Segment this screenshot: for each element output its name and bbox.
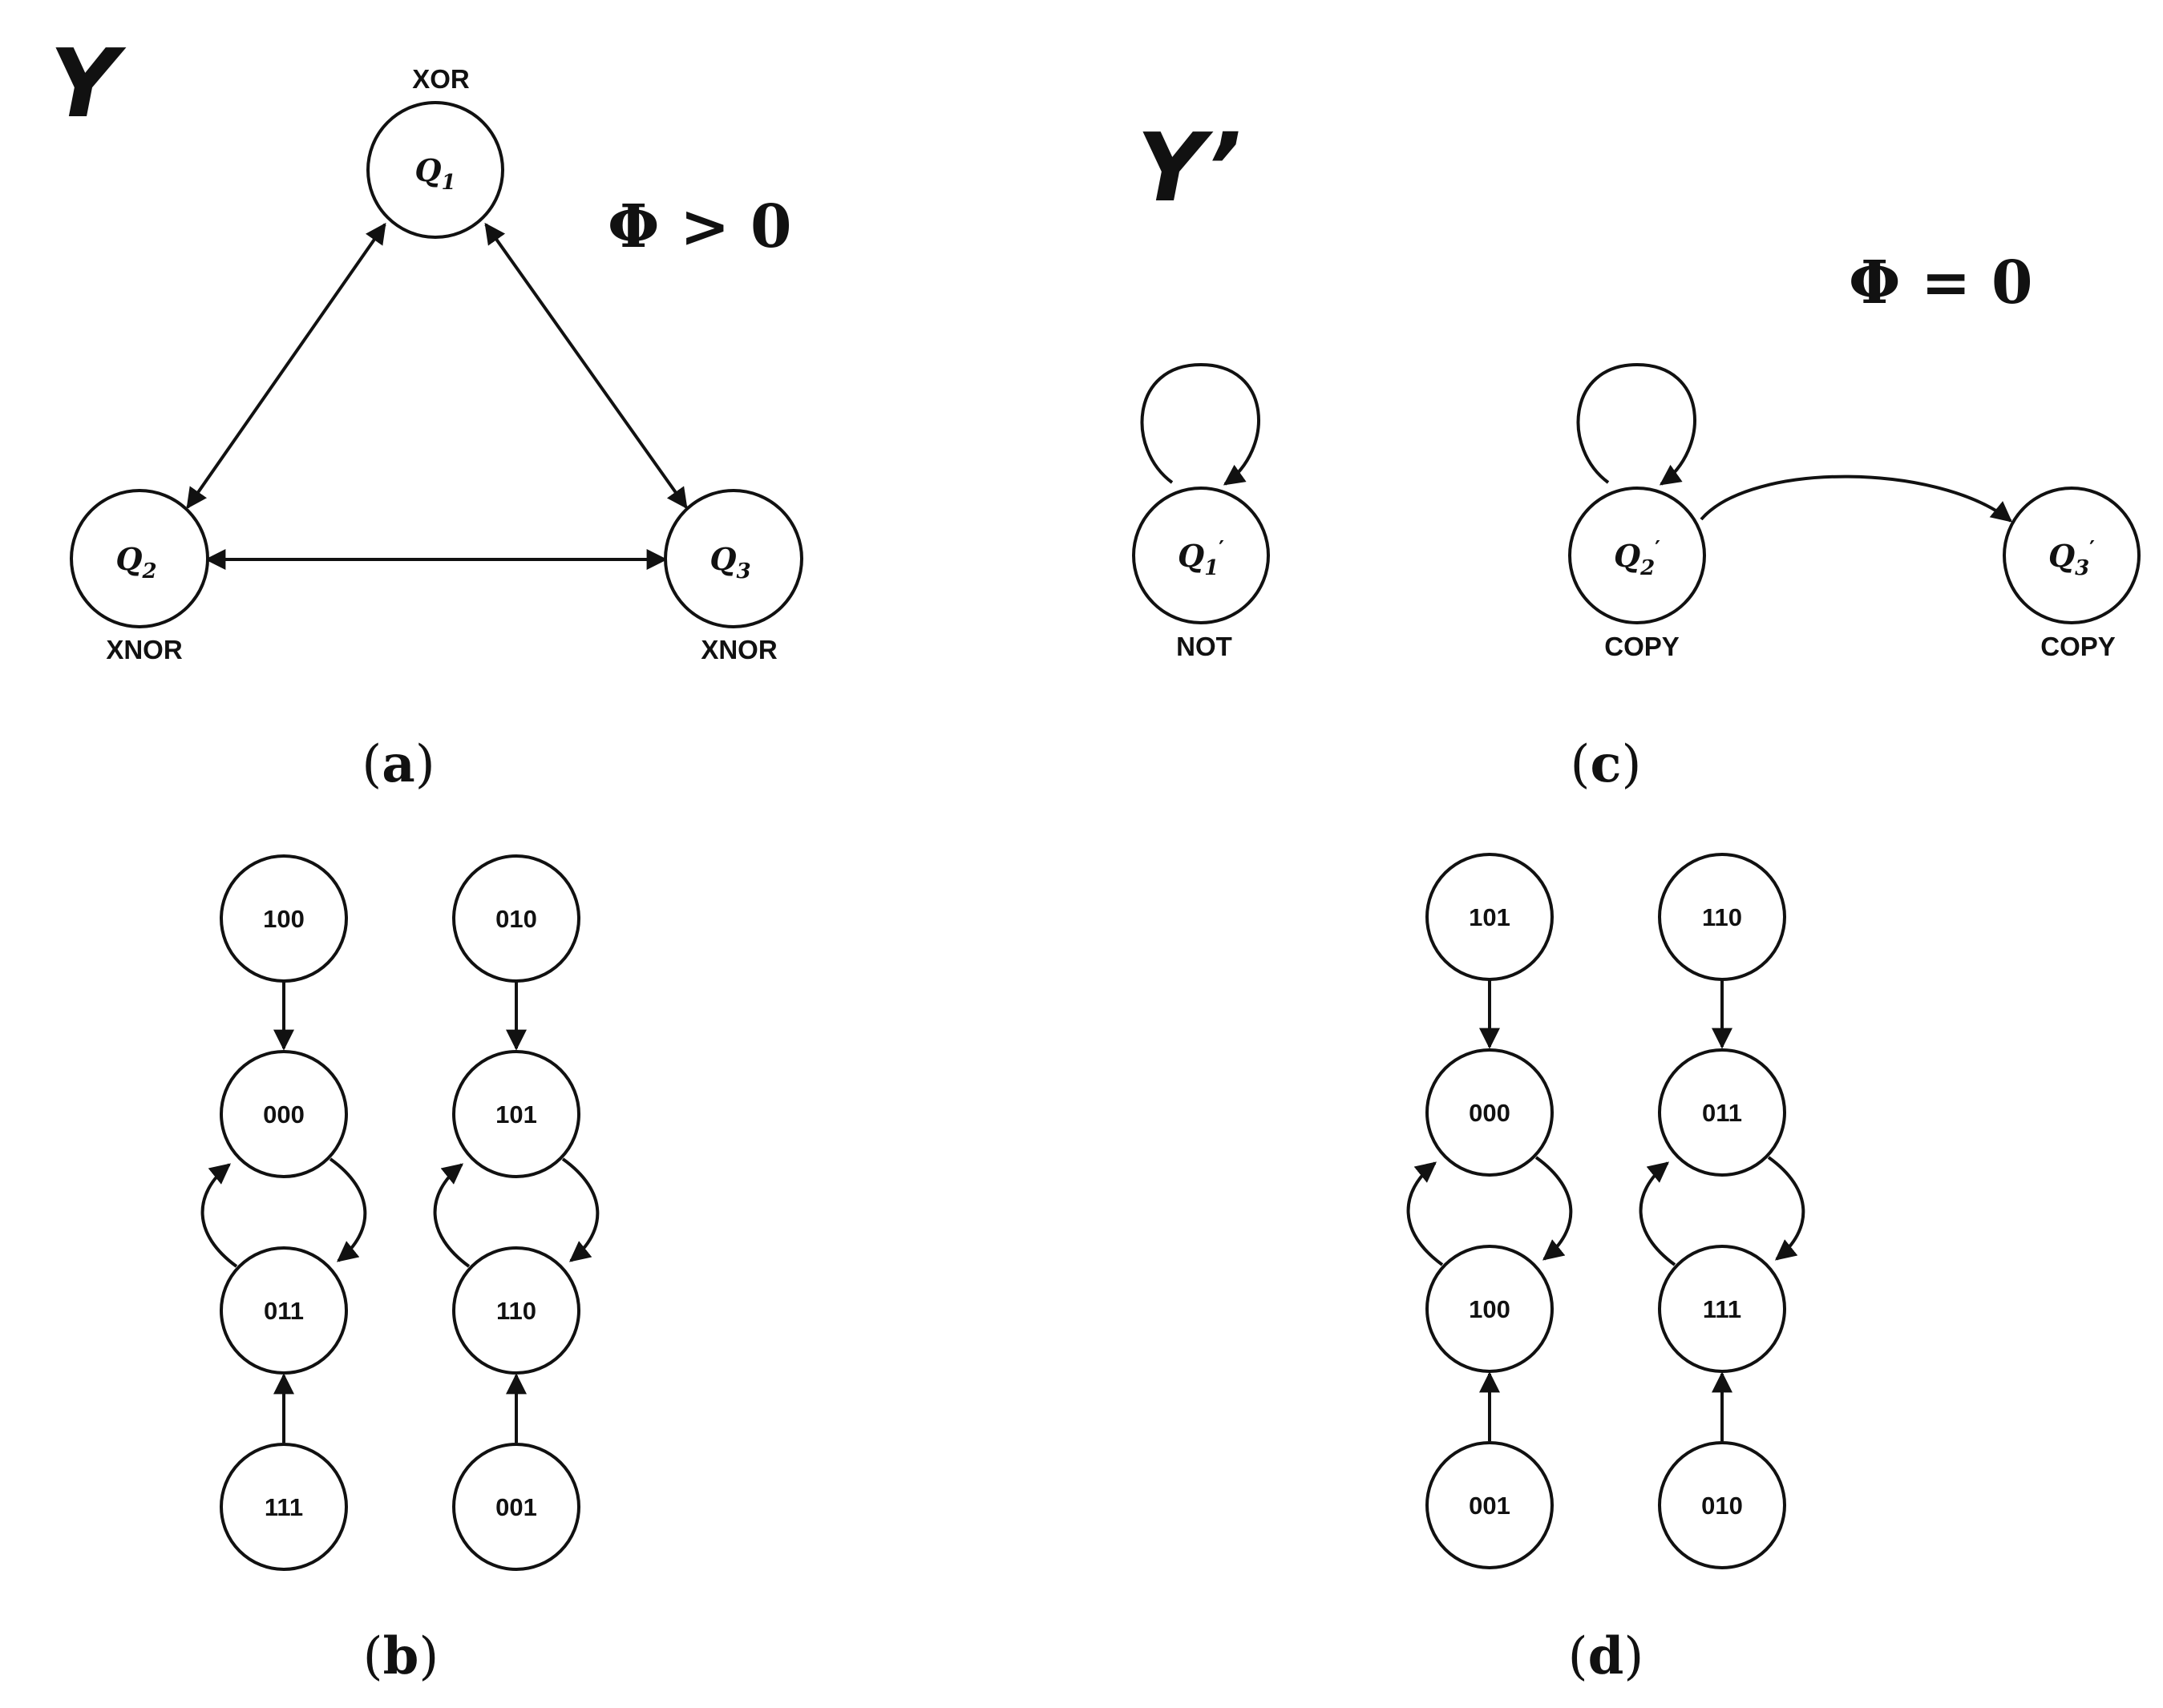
panel-caption-d: (d) bbox=[1568, 1626, 1644, 1686]
state-label: 011 bbox=[1702, 1099, 1742, 1127]
state-node: 011 bbox=[1658, 1048, 1786, 1177]
state-node: 010 bbox=[452, 854, 580, 983]
state-node: 000 bbox=[220, 1050, 348, 1178]
cycle-arrow-right bbox=[329, 1157, 367, 1262]
state-label: 001 bbox=[1469, 1492, 1510, 1520]
cycle-arrow-right bbox=[1767, 1156, 1805, 1261]
node-q3-prime-label: Q3′ bbox=[2048, 537, 2095, 580]
edge-q1-q2 bbox=[186, 222, 386, 510]
edge-q2prime-q3prime bbox=[1700, 474, 2013, 523]
gate-label-copy-q2: COPY bbox=[1604, 632, 1680, 661]
gate-label-xnor-q2: XNOR bbox=[106, 635, 183, 664]
state-node: 011 bbox=[220, 1246, 348, 1375]
state-label: 100 bbox=[263, 905, 305, 933]
node-q1-label: Q1 bbox=[414, 152, 455, 195]
state-column-d1: 101 000 100 001 bbox=[1406, 853, 1573, 1569]
cycle-arrow-left bbox=[433, 1163, 471, 1268]
system-name-y: Y bbox=[50, 28, 127, 139]
state-label: 111 bbox=[265, 1493, 303, 1521]
state-node: 100 bbox=[220, 854, 348, 983]
panel-caption-a: (a) bbox=[362, 734, 435, 794]
cycle-arrow-right bbox=[561, 1157, 600, 1262]
gate-label-xnor-q3: XNOR bbox=[701, 635, 778, 664]
state-column-d2: 110 011 111 010 bbox=[1639, 853, 1805, 1569]
state-node: 101 bbox=[1425, 853, 1554, 981]
panel-b: 100 000 011 111 010 101 110 001 (b) bbox=[200, 854, 600, 1686]
panel-d: 101 000 100 001 110 011 111 010 (d) bbox=[1406, 853, 1805, 1686]
gate-label-copy-q3: COPY bbox=[2040, 632, 2116, 661]
state-node: 000 bbox=[1425, 1048, 1554, 1177]
node-q3-label: Q3 bbox=[710, 541, 750, 583]
panel-a: Y Φ > 0 Q1 XOR Q2 XNOR Q3 XNOR (a) bbox=[50, 28, 803, 794]
cycle-arrow-right bbox=[1534, 1156, 1573, 1261]
node-q2: Q2 XNOR bbox=[70, 489, 209, 664]
cycle-arrow-left bbox=[1639, 1161, 1676, 1266]
state-label: 000 bbox=[263, 1100, 305, 1129]
state-column-b2: 010 101 110 001 bbox=[433, 854, 600, 1571]
state-label: 011 bbox=[264, 1297, 304, 1325]
cycle-arrow-left bbox=[200, 1163, 238, 1268]
state-node: 101 bbox=[452, 1050, 580, 1178]
node-q2-prime-label: Q2′ bbox=[1614, 537, 1660, 580]
state-label: 111 bbox=[1703, 1295, 1741, 1323]
system-name-y-prime: Y’ bbox=[1137, 112, 1241, 223]
self-loop-q2-prime bbox=[1576, 362, 1696, 486]
node-q1-prime: Q1′ NOT bbox=[1132, 487, 1270, 661]
state-column-b1: 100 000 011 111 bbox=[200, 854, 367, 1571]
state-label: 100 bbox=[1469, 1295, 1510, 1323]
gate-label-not: NOT bbox=[1176, 632, 1232, 661]
state-label: 000 bbox=[1469, 1099, 1510, 1127]
state-node: 100 bbox=[1425, 1245, 1554, 1373]
state-label: 001 bbox=[495, 1493, 537, 1521]
node-q3-prime: Q3′ COPY bbox=[2003, 487, 2141, 661]
state-node: 111 bbox=[1658, 1245, 1786, 1373]
state-node: 110 bbox=[1658, 853, 1786, 981]
panel-c: Y’ Φ = 0 Q1′ NOT Q2′ COPY Q3′ COPY (c) bbox=[1132, 112, 2141, 794]
phi-greater-than-zero: Φ > 0 bbox=[608, 192, 791, 261]
edge-q1-q3 bbox=[484, 222, 688, 510]
node-q1-prime-label: Q1′ bbox=[1178, 537, 1224, 580]
cycle-arrow-left bbox=[1406, 1161, 1444, 1266]
node-q2-label: Q2 bbox=[115, 541, 156, 583]
state-label: 010 bbox=[495, 905, 537, 933]
phi-equals-zero: Φ = 0 bbox=[1849, 248, 2032, 317]
state-node: 010 bbox=[1658, 1441, 1786, 1569]
panel-caption-b: (b) bbox=[363, 1626, 439, 1686]
state-label: 010 bbox=[1701, 1492, 1743, 1520]
state-node: 001 bbox=[452, 1443, 580, 1571]
panel-caption-c: (c) bbox=[1571, 734, 1642, 794]
state-label: 110 bbox=[496, 1297, 536, 1325]
state-label: 110 bbox=[1702, 903, 1742, 931]
state-node: 001 bbox=[1425, 1441, 1554, 1569]
node-q1: Q1 XOR bbox=[366, 64, 504, 239]
state-label: 101 bbox=[495, 1100, 537, 1129]
state-node: 110 bbox=[452, 1246, 580, 1375]
gate-label-xor: XOR bbox=[412, 64, 470, 94]
self-loop-q1-prime bbox=[1140, 362, 1260, 486]
node-q2-prime: Q2′ COPY bbox=[1568, 487, 1706, 661]
state-node: 111 bbox=[220, 1443, 348, 1571]
node-q3: Q3 XNOR bbox=[664, 489, 803, 664]
state-label: 101 bbox=[1469, 903, 1510, 931]
